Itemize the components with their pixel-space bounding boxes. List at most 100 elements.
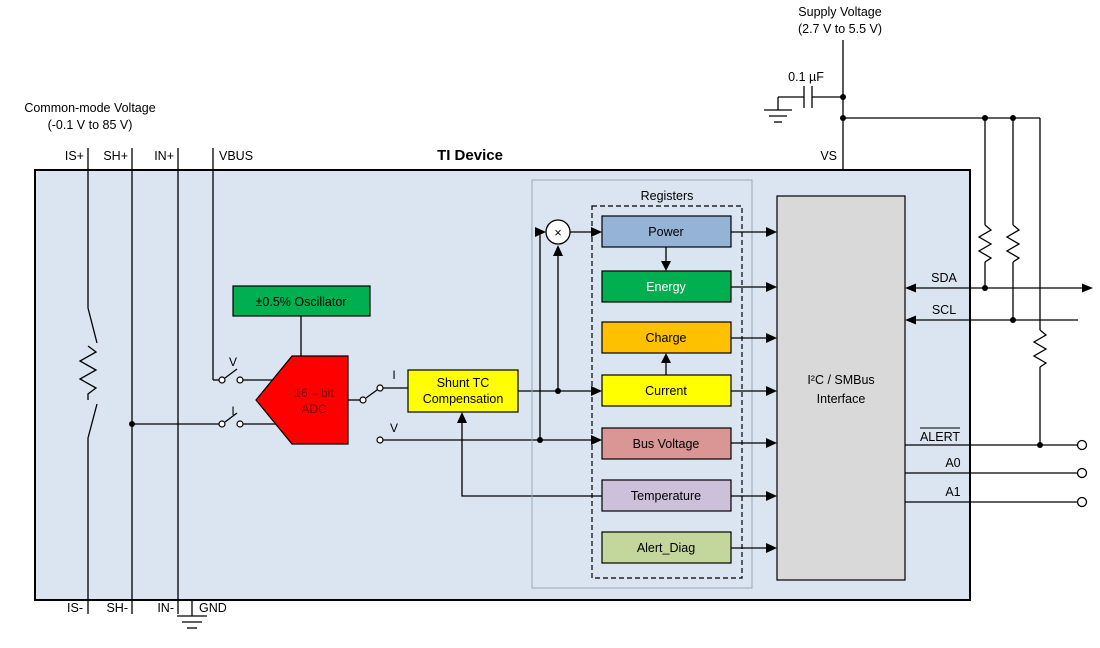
- scl-pullup-resistor: [1005, 118, 1021, 323]
- register-charge: Charge: [601, 321, 732, 354]
- register-current: Current: [601, 374, 732, 407]
- adc-output-switch: I V: [348, 368, 408, 444]
- pin-label-sda: SDA: [931, 271, 957, 285]
- register-label: Power: [648, 225, 683, 239]
- register-label: Current: [645, 384, 687, 398]
- register-bus-voltage: Bus Voltage: [601, 427, 732, 460]
- interface-label-line1: I²C / SMBus: [807, 373, 874, 387]
- temperature-wire: [461, 420, 602, 497]
- arrowhead: [1082, 283, 1093, 293]
- supply-network: 0.1 µF: [764, 40, 1048, 448]
- pin-label-is-minus: IS-: [67, 601, 83, 615]
- current-to-charge-arrow: [661, 353, 671, 375]
- arrowhead: [535, 227, 546, 237]
- alert-pullup-resistor: [1032, 118, 1048, 448]
- pin-label-in-minus: IN-: [157, 601, 174, 615]
- shunt-resistor: [78, 345, 98, 400]
- register-temperature: Temperature: [601, 479, 732, 512]
- register-label: Energy: [646, 280, 686, 294]
- gnd-ground-symbol: [177, 600, 207, 629]
- register-box: [601, 427, 732, 460]
- adc-input-switch-i: I: [218, 404, 276, 428]
- signal-label-v-in: V: [229, 355, 237, 369]
- pin-label-scl: SCL: [932, 303, 956, 317]
- pin-label-alert: ALERT: [920, 430, 960, 444]
- scl-pin: SCL: [905, 303, 1078, 325]
- signal-label-i-out: I: [392, 368, 395, 382]
- arrowhead: [591, 435, 602, 445]
- shunt-tc-label-line2: Compensation: [423, 392, 504, 406]
- shunt-tc-box: [407, 369, 519, 413]
- register-label: Bus Voltage: [633, 437, 700, 451]
- interface-block: I²C / SMBus Interface: [776, 195, 906, 581]
- right-pins: SDA SCL ALERT A0 A1: [905, 271, 1093, 508]
- shunt-tc-compensation-block: Shunt TC Compensation: [407, 369, 519, 413]
- bottom-pins: IS- SH- IN- GND: [67, 148, 227, 629]
- common-mode-label: Common-mode Voltage: [24, 101, 155, 115]
- alert-pin: ALERT: [905, 427, 1088, 451]
- pin-label-sh-minus: SH-: [106, 601, 128, 615]
- shunt-tc-label-line1: Shunt TC: [437, 376, 490, 390]
- sda-pin: SDA: [905, 271, 1093, 293]
- pin-label-vbus: VBUS: [219, 149, 253, 163]
- a1-terminal: [1076, 496, 1088, 508]
- pin-label-sh-plus: SH+: [103, 149, 128, 163]
- pin-label-vs: VS: [820, 149, 837, 163]
- arrowhead: [591, 386, 602, 396]
- a0-terminal: [1076, 467, 1088, 479]
- pin-label-a0: A0: [945, 456, 960, 470]
- sda-pullup-resistor: [977, 118, 993, 291]
- a0-pin: A0: [905, 456, 1088, 479]
- pin-label-is-plus: IS+: [65, 149, 84, 163]
- signal-label-v-out: V: [390, 421, 398, 435]
- adc-label-line2: ADC: [301, 402, 327, 416]
- register-label: Temperature: [631, 489, 701, 503]
- arrowhead: [457, 412, 467, 423]
- arrowhead: [905, 283, 916, 293]
- oscillator-label: ±0.5% Oscillator: [256, 295, 347, 309]
- multiplier: ×: [531, 179, 753, 589]
- register-box: [601, 270, 732, 303]
- ground-symbol: [764, 109, 792, 123]
- interface-box: [776, 195, 906, 581]
- register-power: Power: [601, 215, 732, 248]
- bypass-capacitor: 0.1 µF: [764, 70, 843, 123]
- arrowhead: [905, 315, 916, 325]
- switch-blade: [87, 403, 98, 439]
- calc-group-outline: [531, 179, 753, 589]
- interface-label-line2: Interface: [817, 392, 866, 406]
- pin-label-in-plus: IN+: [154, 149, 174, 163]
- switch-blade: [87, 307, 98, 344]
- adc-label-line1: 16 – bit: [294, 386, 334, 400]
- signal-label-i-in: I: [231, 404, 234, 418]
- arrowhead: [553, 245, 563, 256]
- pin-label-gnd: GND: [199, 601, 227, 615]
- common-mode-range: (-0.1 V to 85 V): [48, 118, 133, 132]
- register-label: Alert_Diag: [637, 541, 695, 555]
- oscillator-box: [232, 285, 371, 317]
- shunt-input-network: V I: [78, 148, 276, 614]
- power-to-energy-arrow: [661, 247, 671, 271]
- register-box: [601, 479, 732, 512]
- capacitor-value-label: 0.1 µF: [788, 70, 824, 84]
- supply-voltage-range: (2.7 V to 5.5 V): [798, 22, 882, 36]
- common-mode-annotation: Common-mode Voltage (-0.1 V to 85 V): [24, 101, 155, 132]
- device-title: TI Device: [437, 147, 503, 164]
- a1-pin: A1: [905, 485, 1088, 508]
- adc-block: 16 – bit ADC: [255, 355, 349, 445]
- oscillator-block: ±0.5% Oscillator: [232, 285, 371, 356]
- temperature-feedback-path: [457, 412, 602, 497]
- registers-group: Registers Power Energy Charge Current Bu…: [591, 189, 777, 579]
- adc-input-switch-v: V: [218, 355, 272, 384]
- pullup-rail: [843, 115, 1048, 448]
- top-pins: IS+ SH+ IN+ VBUS VS: [65, 149, 837, 163]
- registers-dashed-box: [591, 205, 743, 579]
- supply-voltage-annotation: Supply Voltage (2.7 V to 5.5 V): [798, 5, 882, 36]
- pin-label-a1: A1: [945, 485, 960, 499]
- register-interface-arrows: [731, 227, 777, 553]
- alert-terminal: [1076, 439, 1088, 451]
- multiplier-symbol: ×: [554, 226, 561, 240]
- registers-title: Registers: [641, 189, 694, 203]
